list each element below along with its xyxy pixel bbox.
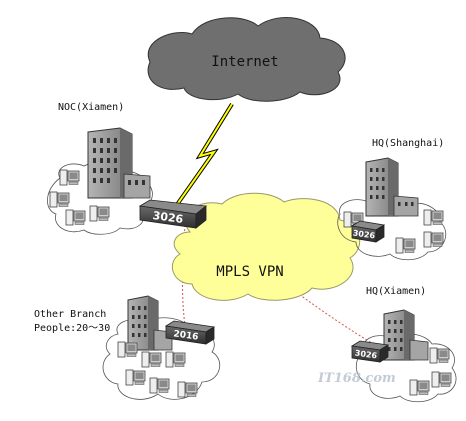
desktop-computer-icon <box>59 169 80 186</box>
hq-xiamen-router-model: 3026 <box>354 348 378 360</box>
internet-cloud: Internet <box>147 17 346 102</box>
noc-router-icon: 3026 <box>138 199 208 229</box>
desktop-computer-icon <box>49 191 70 208</box>
desktop-computer-icon <box>177 381 198 398</box>
other-branch-lan-outline <box>102 317 221 400</box>
desktop-computer-icon <box>165 351 186 368</box>
other-branch-router-model: 2016 <box>173 329 199 342</box>
mpls-label: MPLS VPN <box>216 264 283 280</box>
desktop-computer-icon <box>141 351 162 368</box>
internet-label: Internet <box>211 54 278 70</box>
desktop-computer-icon <box>117 341 138 358</box>
lightning-bolt-icon <box>174 102 234 208</box>
desktop-computer-icon <box>65 209 86 226</box>
hq-xiamen-router-icon: 3026 <box>350 340 390 363</box>
desktop-computer-icon <box>431 371 452 388</box>
other-branch-label-line1: Other Branch <box>34 309 106 320</box>
node-hq-xiamen: HQ(Xiamen) 3026 <box>350 286 457 403</box>
noc-router-model: 3026 <box>152 209 184 226</box>
noc-xiamen-label: NOC(Xiamen) <box>58 102 124 113</box>
hq-shanghai-label: HQ(Shanghai) <box>372 138 444 149</box>
other-branch-router-icon: 2016 <box>164 320 216 345</box>
desktop-computer-icon <box>395 237 416 254</box>
hq-shanghai-router-model: 3026 <box>352 228 376 240</box>
other-branch-label-line2: People:20～30 <box>34 323 110 334</box>
watermark: IT168.com <box>317 371 396 386</box>
mpls-cloud: MPLS VPN <box>171 192 361 301</box>
desktop-computer-icon <box>423 231 444 248</box>
desktop-computer-icon <box>429 347 450 364</box>
desktop-computer-icon <box>149 377 170 394</box>
noc-building-icon <box>87 127 151 199</box>
node-other-branch: Other Branch People:20～30 2016 <box>34 295 221 400</box>
node-noc-xiamen: NOC(Xiamen) 3026 <box>47 102 208 235</box>
node-hq-shanghai: HQ(Shanghai) 3026 <box>337 138 447 261</box>
desktop-computer-icon <box>409 379 430 396</box>
other-branch-building-icon <box>127 295 173 351</box>
hq-shanghai-building-icon <box>365 157 419 217</box>
hq-shanghai-router-icon: 3026 <box>350 220 386 243</box>
desktop-computer-icon <box>423 209 444 226</box>
hq-xiamen-building-icon <box>383 309 429 361</box>
hq-xiamen-label: HQ(Xiamen) <box>366 286 426 297</box>
desktop-computer-icon <box>89 205 110 222</box>
desktop-computer-icon <box>125 369 146 386</box>
